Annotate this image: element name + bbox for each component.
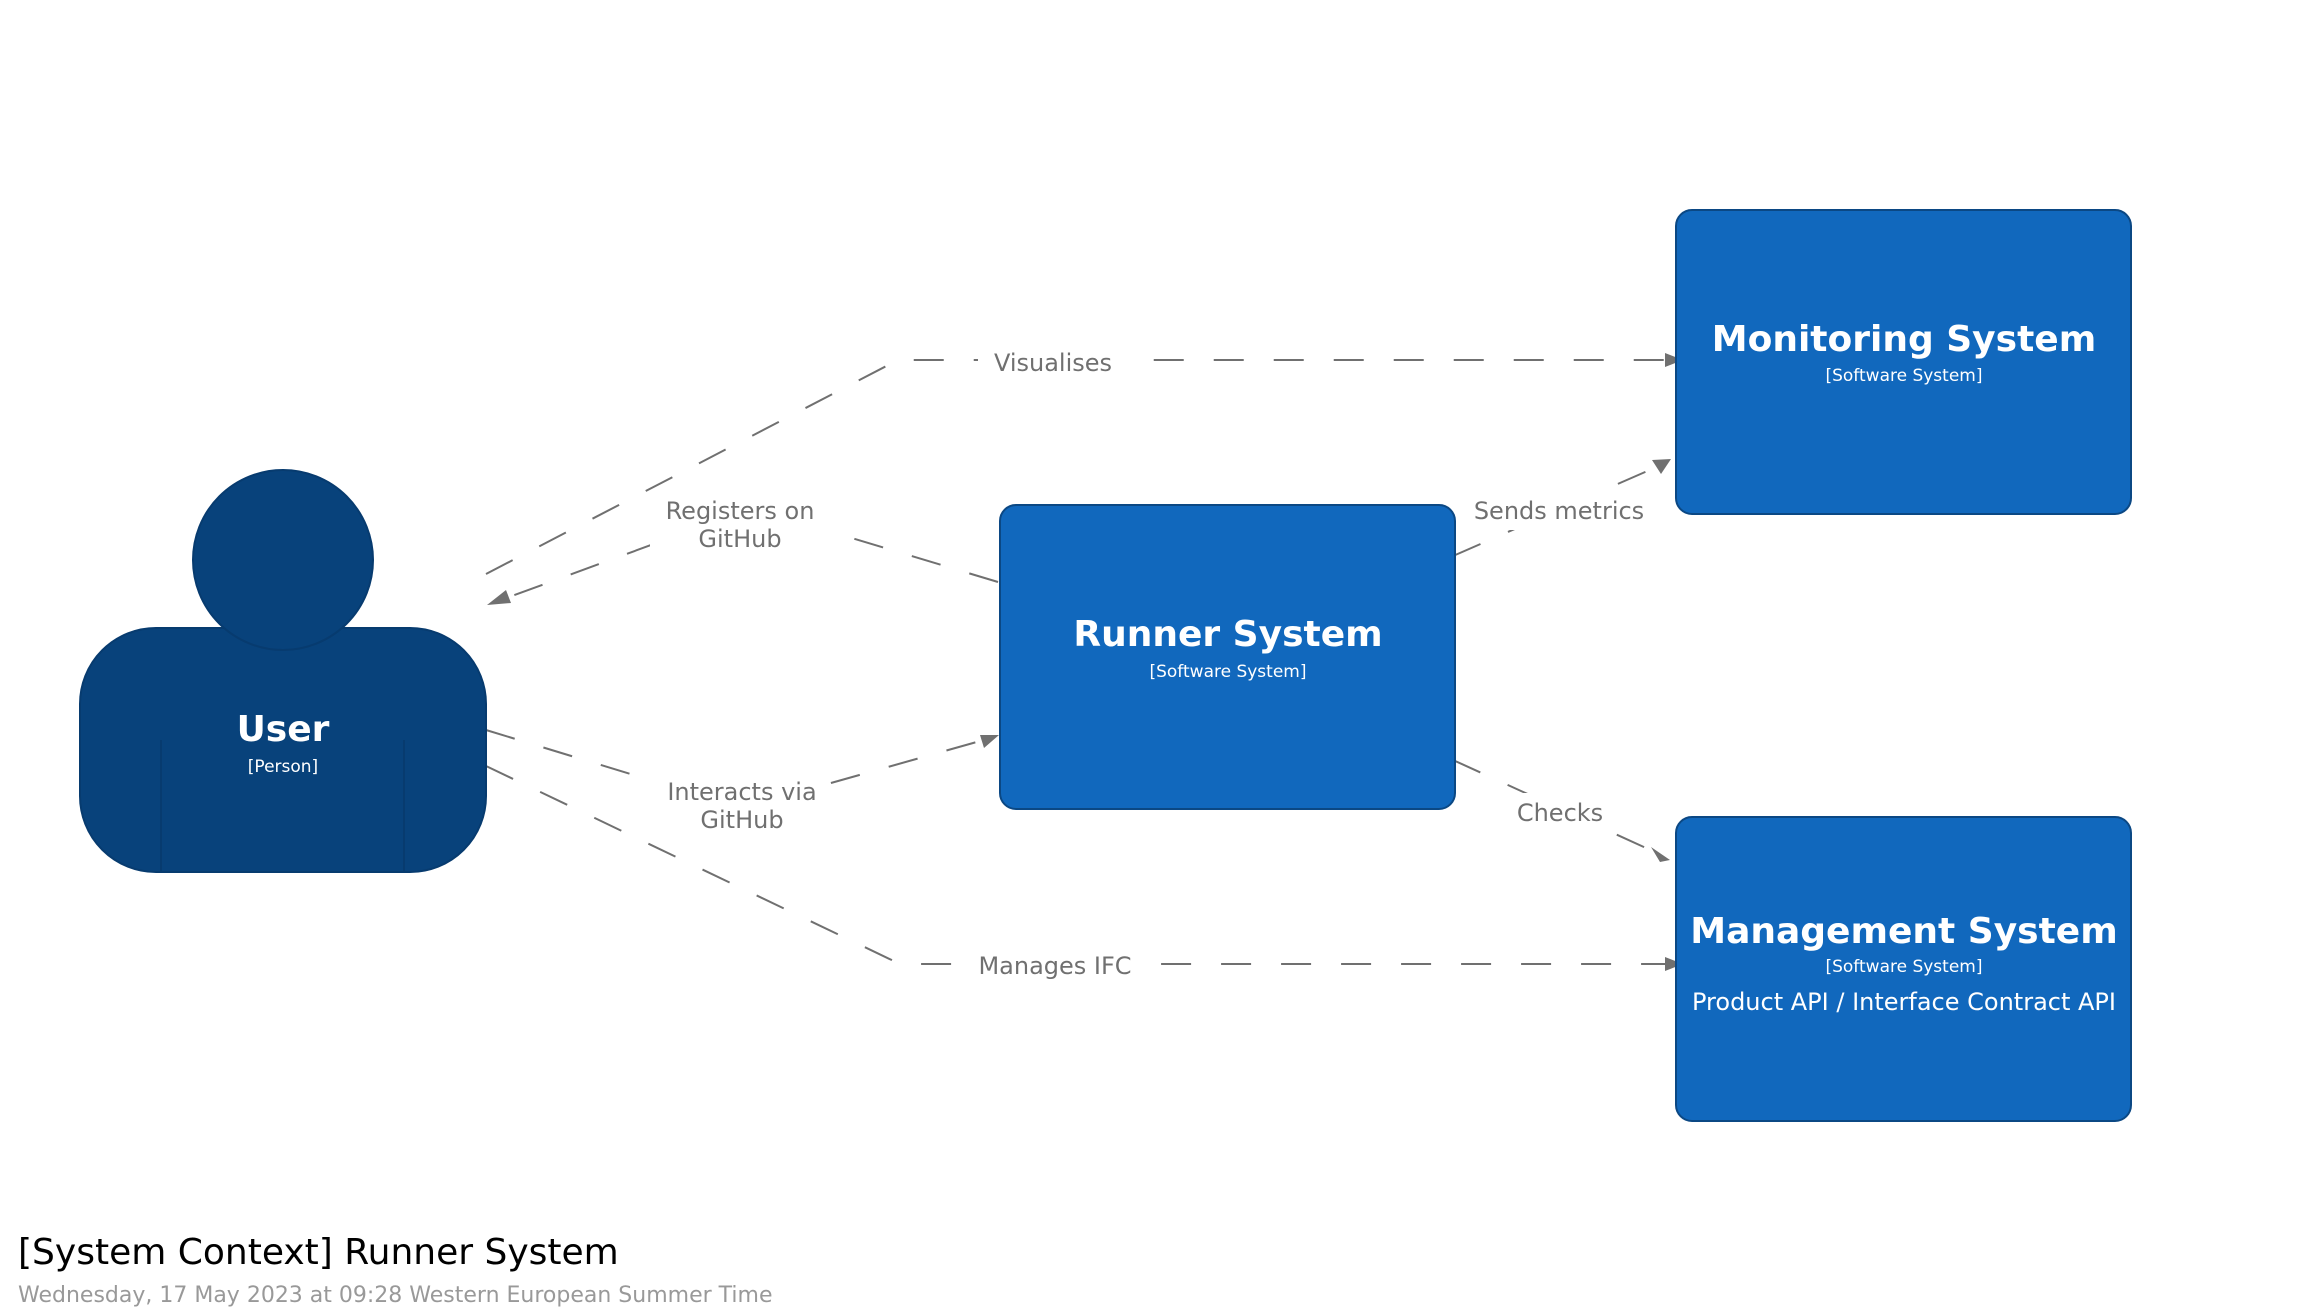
edge-checks-label-bg [1510, 793, 1610, 833]
node-runner-box [999, 504, 1456, 810]
edge-registers-arrowhead [487, 590, 511, 605]
edge-manages-arrowhead [1665, 957, 1683, 971]
edge-checks: Checks [1452, 759, 1670, 862]
person-icon [79, 469, 487, 873]
edge-manages-label: Manages IFC [978, 952, 1131, 980]
edge-sends-metrics: Sends metrics [1452, 459, 1671, 557]
edge-visualises: Visualises [485, 340, 1683, 575]
node-management-box [1675, 816, 2132, 1122]
edge-visualises-label: Visualises [994, 349, 1112, 377]
diagram-title: [System Context] Runner System [18, 1232, 619, 1273]
edge-sends-metrics-label: Sends metrics [1474, 497, 1644, 525]
edge-registers: Registers on GitHub [487, 493, 999, 605]
node-monitoring-box [1675, 209, 2132, 515]
node-user-type: [Person] [248, 757, 318, 777]
diagram-subtitle: Wednesday, 17 May 2023 at 09:28 Western … [18, 1283, 773, 1308]
node-monitoring-system[interactable]: Monitoring System [Software System] [1675, 209, 2132, 515]
edge-checks-line [1452, 759, 1669, 859]
edge-checks-label: Checks [1517, 799, 1603, 827]
node-runner-type: [Software System] [1149, 662, 1306, 682]
edge-visualises-line [485, 359, 1680, 575]
edge-manages-label-bg [970, 945, 1140, 985]
node-management-name: Management System [1690, 911, 2117, 952]
node-monitoring-name: Monitoring System [1712, 319, 2096, 360]
edge-interacts-label-bg [655, 774, 830, 840]
person-head [192, 469, 374, 651]
edge-sends-metrics-line [1452, 461, 1669, 557]
edge-sends-metrics-label-bg [1470, 490, 1648, 530]
person-body [79, 627, 487, 873]
node-monitoring-type: [Software System] [1825, 366, 1982, 386]
node-user[interactable]: User [Person] [79, 469, 487, 873]
edge-visualises-label-bg [978, 340, 1128, 380]
node-runner-name: Runner System [1073, 614, 1382, 655]
node-user-name: User [237, 709, 330, 750]
edge-interacts: Interacts via GitHub [485, 729, 999, 840]
edge-checks-arrowhead [1651, 847, 1670, 862]
edge-registers-label-line1: Registers on [666, 497, 815, 525]
edge-registers-label-bg [650, 493, 830, 559]
edge-manages-line [485, 765, 1680, 965]
edge-sends-metrics-arrowhead [1652, 459, 1671, 474]
edge-interacts-arrowhead [980, 735, 999, 748]
edge-interacts-label-line2: GitHub [700, 806, 783, 834]
edge-manages: Manages IFC [485, 765, 1683, 985]
node-management-type: [Software System] [1825, 957, 1982, 977]
edge-visualises-arrowhead [1665, 353, 1683, 367]
edge-interacts-label-line1: Interacts via [667, 778, 816, 806]
edge-registers-label-line2: GitHub [698, 525, 781, 553]
node-management-system[interactable]: Management System [Software System] Prod… [1675, 816, 2132, 1122]
node-runner-system[interactable]: Runner System [Software System] [999, 504, 1456, 810]
node-management-description: Product API / Interface Contract API [1692, 988, 2116, 1016]
